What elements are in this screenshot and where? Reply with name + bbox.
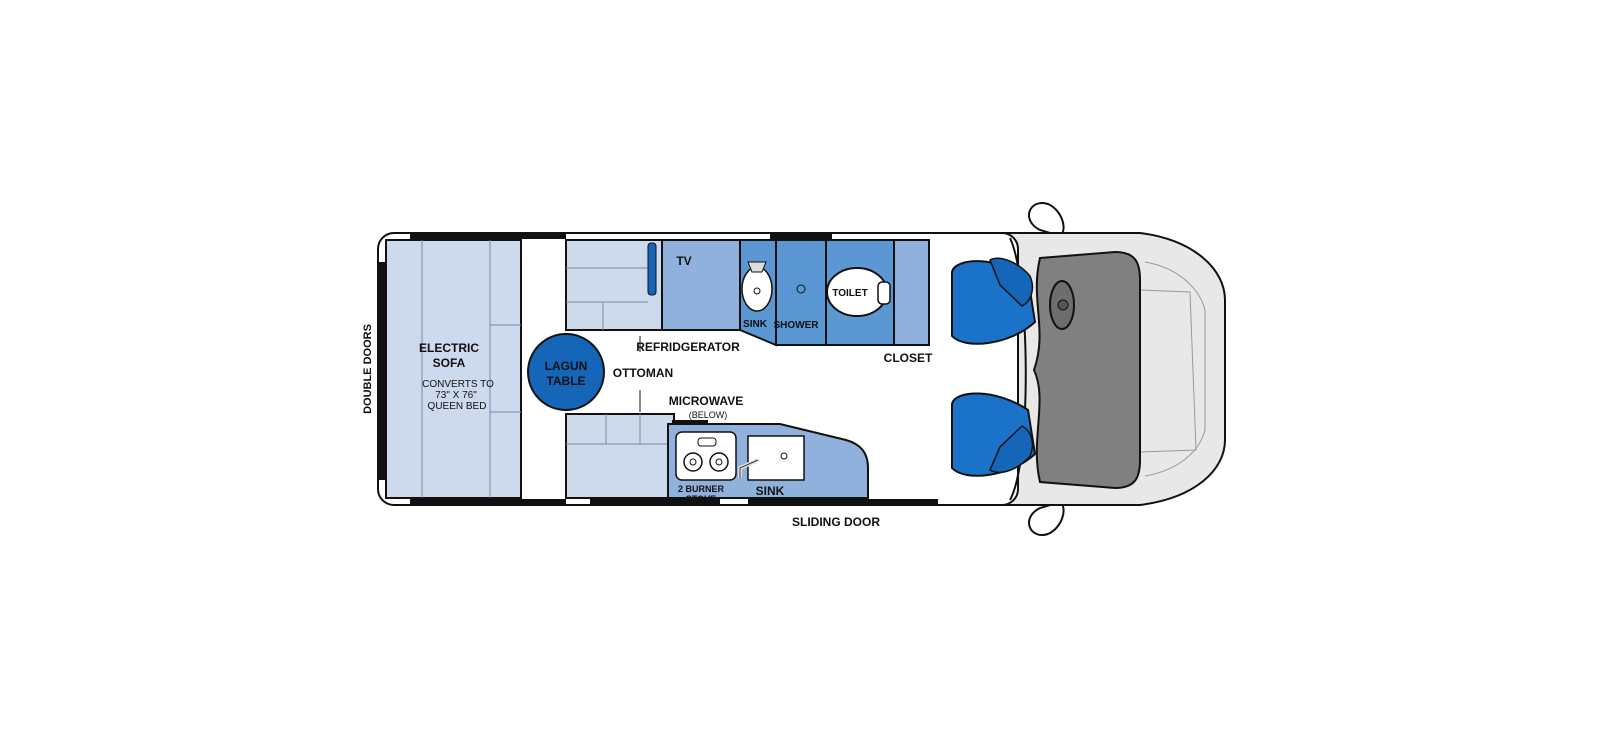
toilet-tank (877, 281, 891, 305)
bottom-bench (565, 413, 675, 499)
microwave-edge (672, 420, 708, 424)
wall-top-1 (410, 233, 566, 239)
double-doors-wall (378, 262, 386, 480)
shower-drain (796, 284, 806, 294)
refrigerator-label: REFRIDGERATOR (636, 340, 740, 354)
hood-line (1144, 261, 1206, 477)
stove-top (675, 431, 737, 481)
electric-sofa (385, 239, 522, 499)
table-label-1: LAGUN (545, 359, 588, 373)
tv-label: TV (676, 254, 691, 268)
sliding-door-label: SLIDING DOOR (792, 515, 880, 529)
burner-right-inner (715, 458, 723, 466)
microwave-label: MICROWAVE (669, 394, 743, 408)
burner-right (709, 452, 729, 472)
stove-label-2: STOVE (686, 494, 716, 504)
mirror-bottom (1028, 500, 1065, 537)
shower-label: SHOWER (774, 320, 820, 331)
dashboard (1032, 250, 1141, 490)
bath-sink-bowl (741, 266, 773, 312)
stove-label-1: 2 BURNER (678, 484, 725, 494)
tv-mount (647, 242, 657, 296)
passenger-seat (951, 392, 1037, 477)
toilet-label: TOILET (832, 288, 867, 299)
bath-sink-label: SINK (743, 319, 768, 330)
galley-sink-basin (747, 435, 805, 481)
bath-faucet (747, 261, 767, 273)
galley-sink-drain (780, 452, 788, 460)
sliding-door-wall (748, 499, 938, 505)
ottoman-label: OTTOMAN (613, 366, 673, 380)
burner-left (683, 452, 703, 472)
sofa-note-3: QUEEN BED (428, 401, 487, 412)
galley-faucet-outline (739, 459, 759, 478)
closet-label: CLOSET (884, 351, 933, 365)
table-label-2: TABLE (546, 374, 585, 388)
living-area-curve (1009, 237, 1027, 501)
sofa-label-2: SOFA (433, 356, 466, 370)
driver-seat (951, 257, 1037, 345)
wall-bottom-1 (410, 499, 566, 505)
galley-sink-label: SINK (756, 484, 785, 498)
refrigerator-cabinet (661, 239, 741, 331)
mirror-top (1028, 201, 1065, 238)
sofa-note-2: 73" X 76" (435, 390, 477, 401)
top-bench (565, 239, 663, 331)
burner-left-inner (689, 458, 697, 466)
wall-top-2 (770, 233, 832, 239)
sofa-label-1: ELECTRIC (419, 341, 479, 355)
steering-hub (1057, 299, 1069, 311)
lagun-table (527, 333, 605, 411)
closet (893, 239, 930, 346)
bath-sink-drain (753, 287, 761, 295)
double-doors-label: DOUBLE DOORS (362, 324, 374, 414)
hood-line-inner (1139, 289, 1197, 453)
microwave-note: (BELOW) (689, 410, 728, 420)
stove-knobs (697, 437, 717, 447)
wall-bottom-2 (590, 499, 720, 505)
sofa-note-1: CONVERTS TO (422, 379, 494, 390)
